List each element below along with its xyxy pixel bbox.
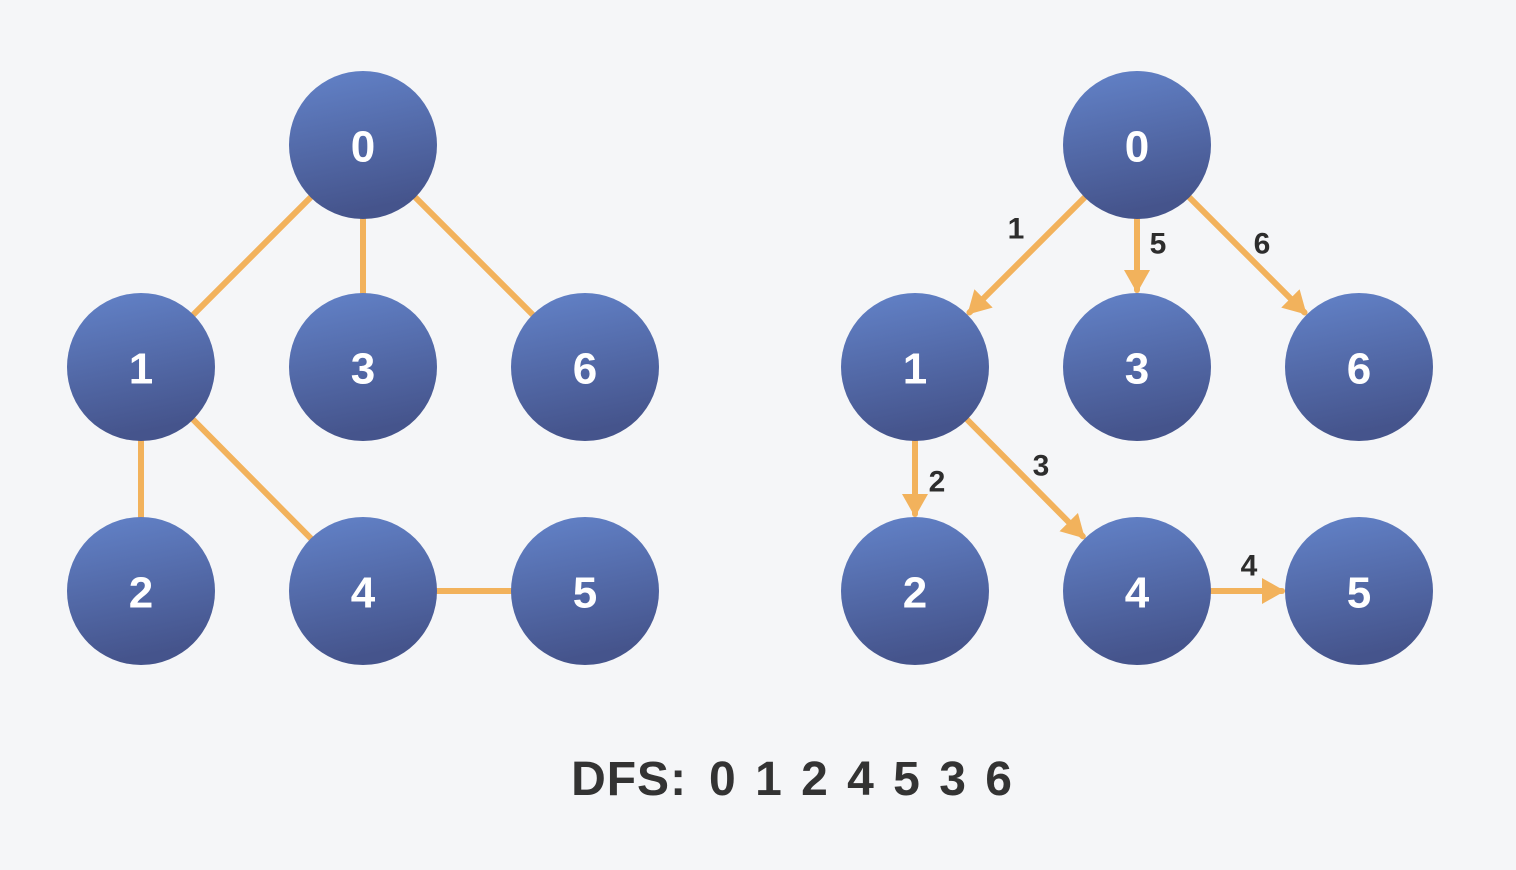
- node-label: 2: [903, 568, 927, 617]
- dfs-caption: DFS: 0 1 2 4 5 3 6: [0, 752, 1516, 807]
- node-label: 2: [129, 568, 153, 617]
- node-label: 3: [1125, 344, 1149, 393]
- undirected-graph: 0 1 3 6 2 4 5: [67, 71, 659, 665]
- dfs-caption-sequence: 0 1 2 4 5 3 6: [709, 753, 1015, 806]
- edge-visit-order-label-4-5: 4: [1241, 550, 1258, 583]
- node-label: 0: [351, 122, 375, 171]
- dfs-caption-inner: DFS: 0 1 2 4 5 3 6: [571, 753, 1015, 806]
- undirected-graph-node-6: 6: [511, 293, 659, 441]
- undirected-graph-node-0: 0: [289, 71, 437, 219]
- dfs-traversal-graph-node-3: 3: [1063, 293, 1211, 441]
- node-label: 6: [1347, 344, 1371, 393]
- dfs-traversal-graph-node-6: 6: [1285, 293, 1433, 441]
- edge-visit-order-label-1-2: 2: [929, 466, 946, 499]
- dfs-traversal-graph-node-2: 2: [841, 517, 989, 665]
- dfs-traversal-graph-node-1: 1: [841, 293, 989, 441]
- edge-visit-order-label-0-3: 5: [1150, 228, 1167, 261]
- edge-visit-order-label-0-1: 1: [1008, 213, 1025, 246]
- node-label: 4: [351, 568, 376, 617]
- dfs-traversal-graph: 1 5 6 2 3 4 0 1 3 6 2 4 5: [841, 71, 1433, 665]
- undirected-graph-node-3: 3: [289, 293, 437, 441]
- node-label: 4: [1125, 568, 1150, 617]
- node-label: 3: [351, 344, 375, 393]
- dfs-traversal-graph-node-4: 4: [1063, 517, 1211, 665]
- undirected-graph-node-4: 4: [289, 517, 437, 665]
- undirected-graph-node-1: 1: [67, 293, 215, 441]
- node-label: 5: [573, 568, 597, 617]
- edge-0-6: [1186, 194, 1308, 316]
- node-label: 5: [1347, 568, 1371, 617]
- node-label: 6: [573, 344, 597, 393]
- dfs-caption-label: DFS:: [571, 753, 688, 806]
- node-label: 0: [1125, 122, 1149, 171]
- edge-visit-order-label-0-6: 6: [1254, 228, 1271, 261]
- node-label: 1: [129, 344, 153, 393]
- edge-visit-order-label-1-4: 3: [1033, 450, 1050, 483]
- dfs-traversal-graph-node-0: 0: [1063, 71, 1211, 219]
- node-label: 1: [903, 344, 927, 393]
- undirected-graph-node-5: 5: [511, 517, 659, 665]
- dfs-traversal-graph-node-5: 5: [1285, 517, 1433, 665]
- edge-1-4: [964, 416, 1086, 540]
- undirected-graph-node-2: 2: [67, 517, 215, 665]
- edge-0-1: [966, 194, 1088, 316]
